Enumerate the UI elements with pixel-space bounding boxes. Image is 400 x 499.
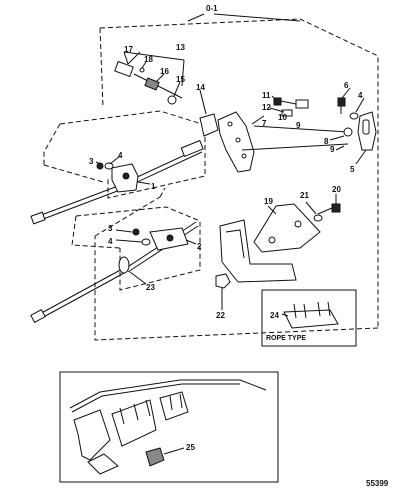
callout-13: 13 (176, 43, 185, 52)
cable-guide-part-2 (149, 227, 189, 251)
callout-16: 16 (160, 67, 169, 76)
nut-part-3-lower (132, 228, 140, 236)
spring-part-16 (144, 77, 160, 91)
callout-9: 9 (296, 121, 301, 130)
callout-4: 4 (118, 151, 123, 160)
callout-24: 24 (270, 311, 279, 320)
figure-number: 55399 (366, 479, 389, 488)
engine-detail-inset (59, 371, 279, 483)
callout-11: 11 (262, 91, 271, 100)
link-rod-part-9 (253, 125, 349, 133)
callout-25: 25 (186, 443, 195, 452)
callout-14: 14 (196, 83, 205, 92)
callout-1: 1 (151, 182, 156, 191)
rope-type-label: ROPE TYPE (266, 335, 306, 342)
callout-7: 7 (262, 119, 267, 128)
callout-17: 17 (124, 45, 133, 54)
callout-15: 15 (176, 75, 185, 84)
shift-lever-part-5 (357, 111, 377, 151)
callout-leaders (95, 51, 367, 317)
bolt-part-20 (331, 203, 341, 213)
callout-19: 19 (264, 197, 273, 206)
clip-part-18 (139, 67, 145, 73)
callout-8: 8 (324, 137, 329, 146)
assembly-outline (94, 18, 379, 341)
engine-cowl-drawing (69, 379, 267, 475)
callout-23: 23 (146, 283, 155, 292)
callout-numbers: 1 2 3 3 4 4 4 5 6 7 8 9 9 10 11 12 13 14… (89, 43, 363, 452)
callout-20: 20 (332, 185, 341, 194)
mounting-plate-part-19 (253, 203, 321, 253)
lower-cable-group-outline (71, 206, 201, 291)
nut-part-22 (215, 273, 231, 289)
bushing-part-10 (295, 99, 309, 109)
washer-part-15 (167, 95, 177, 105)
cable-grommet (118, 256, 130, 274)
cable-grommet-part-25 (145, 447, 165, 467)
rope-type-inset (261, 289, 357, 347)
washer-part-4-lower (141, 238, 151, 246)
callout-4b: 4 (108, 237, 113, 246)
assembly-label: 0-1 (206, 4, 218, 13)
throttle-lever-part-7 (217, 111, 255, 173)
washer-part-4 (104, 162, 114, 170)
callout-13-bracket (123, 51, 185, 61)
callout-3: 3 (89, 157, 94, 166)
anchor-bracket-part-14 (199, 113, 219, 137)
callout-3b: 3 (108, 224, 113, 233)
callout-22: 22 (216, 311, 225, 320)
callout-2: 2 (197, 242, 202, 251)
callout-4c: 4 (358, 91, 363, 100)
callout-6: 6 (344, 81, 349, 90)
callout-10: 10 (278, 113, 287, 122)
engine-mount-casting (219, 219, 297, 283)
washer-part-4-right (349, 112, 359, 120)
nut-part-3 (96, 162, 104, 170)
callout-18: 18 (144, 55, 153, 64)
rope-guide-part-24 (283, 301, 339, 329)
cable-guide-part-1 (111, 163, 139, 193)
spacer-part-12 (281, 109, 293, 117)
upper-cable-group-outline (43, 110, 206, 199)
bolt-part-6 (337, 97, 346, 114)
callout-9b: 9 (330, 145, 335, 154)
bushing-part-8 (343, 127, 353, 137)
callout-5: 5 (350, 165, 355, 174)
callout-12: 12 (262, 103, 271, 112)
washer-part-21 (313, 214, 323, 222)
assembly-leader (187, 13, 301, 22)
stud-assembly-part-13 (114, 60, 183, 105)
callout-21: 21 (300, 191, 309, 200)
stud-part-17 (114, 60, 134, 78)
